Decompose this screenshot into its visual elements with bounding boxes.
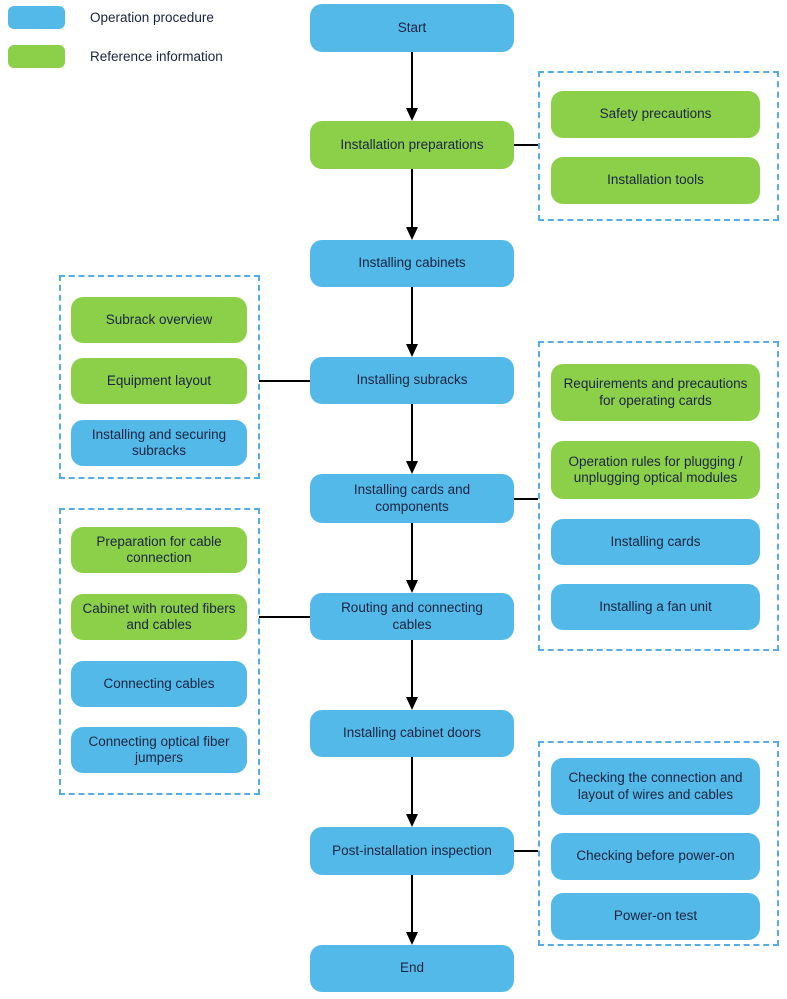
ref-node-checking-the-connection-and-layout-of-wires-and-cables: Checking the connection and layout of wi… (551, 758, 760, 815)
flow-arrowhead-down-icon (405, 108, 418, 121)
flow-arrow-line (411, 169, 413, 228)
flow-arrowhead-down-icon (405, 697, 418, 710)
legend-row-operation: Operation procedure (8, 6, 223, 29)
flow-arrow-line (411, 287, 413, 345)
legend-row-reference: Reference information (8, 45, 223, 68)
ref-node-equipment-layout: Equipment layout (71, 358, 247, 404)
ref-node-connecting-optical-fiber-jumpers: Connecting optical fiber jumpers (71, 727, 247, 773)
ref-node-cabinet-with-routed-fibers-and-cables: Cabinet with routed fibers and cables (71, 594, 247, 640)
flow-arrowhead-down-icon (405, 932, 418, 945)
ref-node-installation-tools: Installation tools (551, 157, 760, 204)
reference-group-post-installation-inspection (538, 741, 779, 946)
group-connector-line (259, 616, 310, 618)
flow-arrowhead-down-icon (405, 580, 418, 593)
ref-node-installing-a-fan-unit: Installing a fan unit (551, 584, 760, 630)
group-connector-line (514, 144, 538, 146)
reference-group-installing-subracks (59, 275, 260, 479)
flow-arrow-line (411, 523, 413, 581)
flow-arrow-line (411, 875, 413, 933)
flow-node-installing-cabinets: Installing cabinets (310, 240, 514, 287)
flow-arrowhead-down-icon (405, 814, 418, 827)
flow-arrow-line (411, 640, 413, 698)
reference-group-routing-and-connecting-cables (59, 508, 260, 795)
legend: Operation procedure Reference informatio… (8, 6, 223, 84)
ref-node-preparation-for-cable-connection: Preparation for cable connection (71, 527, 247, 573)
group-connector-line (514, 498, 538, 500)
legend-label-reference: Reference information (90, 49, 223, 64)
flow-arrowhead-down-icon (405, 344, 418, 357)
flow-node-installation-preparations: Installation preparations (310, 121, 514, 169)
ref-node-requirements-and-precautions-for-operating-cards: Requirements and precautions for operati… (551, 364, 760, 421)
reference-group-installing-cards-and-components (538, 341, 779, 651)
ref-node-connecting-cables: Connecting cables (71, 661, 247, 707)
operation-procedure-swatch (8, 6, 65, 29)
ref-node-subrack-overview: Subrack overview (71, 297, 247, 343)
ref-node-power-on-test: Power-on test (551, 893, 760, 940)
flow-node-installing-cabinet-doors: Installing cabinet doors (310, 710, 514, 757)
ref-node-installing-cards: Installing cards (551, 519, 760, 565)
group-connector-line (514, 850, 538, 852)
flow-arrow-line (411, 757, 413, 815)
flow-node-end: End (310, 945, 514, 992)
flow-node-post-installation-inspection: Post-installation inspection (310, 827, 514, 875)
flow-node-routing-and-connecting-cables: Routing and connecting cables (310, 593, 514, 640)
flow-arrowhead-down-icon (405, 461, 418, 474)
reference-information-swatch (8, 45, 65, 68)
ref-node-checking-before-power-on: Checking before power-on (551, 833, 760, 880)
flow-arrow-line (411, 404, 413, 462)
legend-label-operation: Operation procedure (90, 10, 214, 25)
ref-node-safety-precautions: Safety precautions (551, 91, 760, 138)
group-connector-line (259, 380, 310, 382)
flow-node-installing-cards-and-components: Installing cards and components (310, 474, 514, 523)
flow-node-installing-subracks: Installing subracks (310, 357, 514, 404)
reference-group-installation-preparations (538, 71, 779, 221)
flow-arrowhead-down-icon (405, 227, 418, 240)
flow-arrow-line (411, 52, 413, 109)
flow-node-start: Start (310, 4, 514, 52)
ref-node-installing-and-securing-subracks: Installing and securing subracks (71, 420, 247, 466)
ref-node-operation-rules-for-plugging-unplugging-optical-modules: Operation rules for plugging / unpluggin… (551, 441, 760, 499)
